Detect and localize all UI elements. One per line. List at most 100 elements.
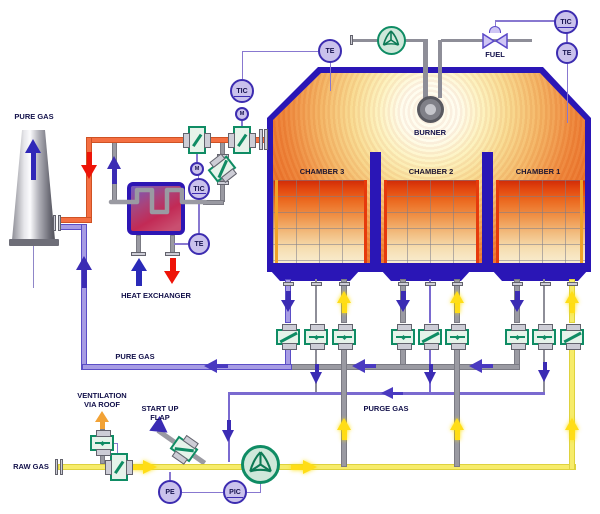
purge-arrow-shaft xyxy=(543,362,547,372)
pure-gas-header-label: PURE GAS xyxy=(115,352,155,361)
burner-fuel-pipe xyxy=(438,40,442,98)
signal-line xyxy=(241,121,243,127)
chamber-3-label: CHAMBER 3 xyxy=(299,167,345,176)
pure-gas-up-arrow-shaft xyxy=(81,268,87,288)
up-arrow-shaft xyxy=(341,301,347,313)
ch2-out-down-arrow xyxy=(396,300,410,312)
furnace-outlet-flange xyxy=(259,129,263,150)
fuel-label: FUEL xyxy=(485,50,505,59)
raw-gas-flange xyxy=(60,459,63,475)
hopper-chamber-3 xyxy=(270,270,360,281)
hot-gas-pipe-to-stack xyxy=(60,217,92,223)
hopper-chamber-2 xyxy=(381,270,471,281)
valve-ch2-pure-gas xyxy=(391,324,415,350)
raw-gas-right-arrow xyxy=(303,460,317,474)
hot-gas-down-arrow xyxy=(81,165,97,179)
chamber-2-label: CHAMBER 2 xyxy=(408,167,454,176)
raw-gas-flange xyxy=(55,459,58,475)
raw-gas-right-arrow-shaft xyxy=(131,464,144,470)
ch3-out-down-arrow xyxy=(281,300,295,312)
te-probe-line xyxy=(329,62,331,91)
valve-interlock-line xyxy=(116,442,118,456)
up-arrow-shaft xyxy=(569,301,575,313)
pe-sensor: PE xyxy=(158,480,182,504)
chamber-1-media xyxy=(496,180,585,263)
signal-line xyxy=(197,175,199,179)
v9-drop xyxy=(569,349,575,470)
te-probe-line xyxy=(566,64,568,123)
header-left-arrow xyxy=(469,359,482,373)
fuel-valve-actuator-dome xyxy=(489,26,501,33)
burner xyxy=(416,95,444,123)
stub-flange xyxy=(539,282,551,286)
chamber-1-label: CHAMBER 1 xyxy=(515,167,561,176)
pure-gas-stack-label: PURE GAS xyxy=(14,112,54,121)
air-intake-flange xyxy=(350,35,353,45)
burner-label: BURNER xyxy=(413,128,447,137)
fuel-valve xyxy=(482,33,508,49)
motor-actuator-main-valve: M xyxy=(235,107,249,121)
hx-hot-out-arrow-shaft xyxy=(169,258,176,273)
signal-line xyxy=(169,472,171,480)
purge-drop-arrow-shaft xyxy=(226,420,231,432)
down-arrow-shaft xyxy=(400,291,406,302)
stub-flange xyxy=(566,282,578,286)
hot-gas-valve-main xyxy=(228,126,256,154)
hx-flange xyxy=(165,252,180,256)
signal-line xyxy=(174,243,188,245)
ch2-purge-pipe xyxy=(428,279,432,323)
purge-down-arrow xyxy=(424,372,436,384)
te-sensor-roof-right: TE xyxy=(556,42,578,64)
hx-hot-out-arrow xyxy=(164,271,180,284)
hx-coil xyxy=(108,187,208,215)
signal-line xyxy=(182,491,223,493)
stub-flange xyxy=(397,282,409,286)
hot-gas-valve-hx xyxy=(183,126,211,154)
v4-drop xyxy=(400,349,406,369)
stack-flow-up-arrow xyxy=(25,139,41,153)
header-left-arrow xyxy=(352,359,365,373)
header-left-arrow-shaft xyxy=(363,364,376,368)
raw-gas-fan xyxy=(240,444,280,484)
burner-nozzle xyxy=(424,103,436,115)
ch1-in-up-arrow xyxy=(565,291,579,303)
v1-drop xyxy=(285,349,291,369)
startup-flap-label-2: FLAP xyxy=(150,413,170,422)
ch2-in-up-arrow xyxy=(450,291,464,303)
signal-line xyxy=(259,483,261,493)
ch1-purge-pipe xyxy=(542,279,546,323)
signal-line xyxy=(241,51,243,79)
stack-stem-line xyxy=(32,246,34,288)
hx-return-up-arrow xyxy=(107,156,121,169)
raw-gas-up-arrow xyxy=(450,418,464,430)
hx-feed-valve-flange xyxy=(217,181,229,185)
combustion-air-line xyxy=(404,38,426,42)
vent-up-arrow xyxy=(95,411,109,422)
hx-secondary-pipe-out xyxy=(170,235,175,256)
purge-down-arrow xyxy=(310,372,322,384)
heat-exchanger-label: HEAT EXCHANGER xyxy=(121,291,191,300)
up-arrow-shaft xyxy=(454,428,460,440)
signal-line xyxy=(198,200,200,233)
pure-gas-pipe-to-stack xyxy=(60,224,87,230)
chamber-2-media xyxy=(384,180,479,263)
hx-cold-in-arrow xyxy=(131,258,147,271)
pure-gas-header-gray xyxy=(290,363,520,370)
valve-ch3-pure-gas xyxy=(276,324,300,350)
header-left-arrow-shaft xyxy=(215,364,228,368)
chamber-divider xyxy=(370,152,381,263)
hot-gas-pipe-down xyxy=(86,137,92,223)
ventilation-label-1: VENTILATION xyxy=(77,391,127,400)
valve-ch3-raw-gas xyxy=(332,324,356,350)
stub-flange xyxy=(451,282,463,286)
up-arrow-shaft xyxy=(454,301,460,313)
stack-flow-up-arrow-shaft xyxy=(31,151,36,180)
raw-gas-up-arrow xyxy=(565,418,579,430)
startup-flap-label-1: START UP xyxy=(141,404,179,413)
down-arrow-shaft xyxy=(285,291,291,302)
stub-flange xyxy=(282,282,294,286)
hx-feed-valve xyxy=(207,155,237,183)
vent-valve xyxy=(90,430,114,456)
chamber-divider xyxy=(482,152,493,263)
